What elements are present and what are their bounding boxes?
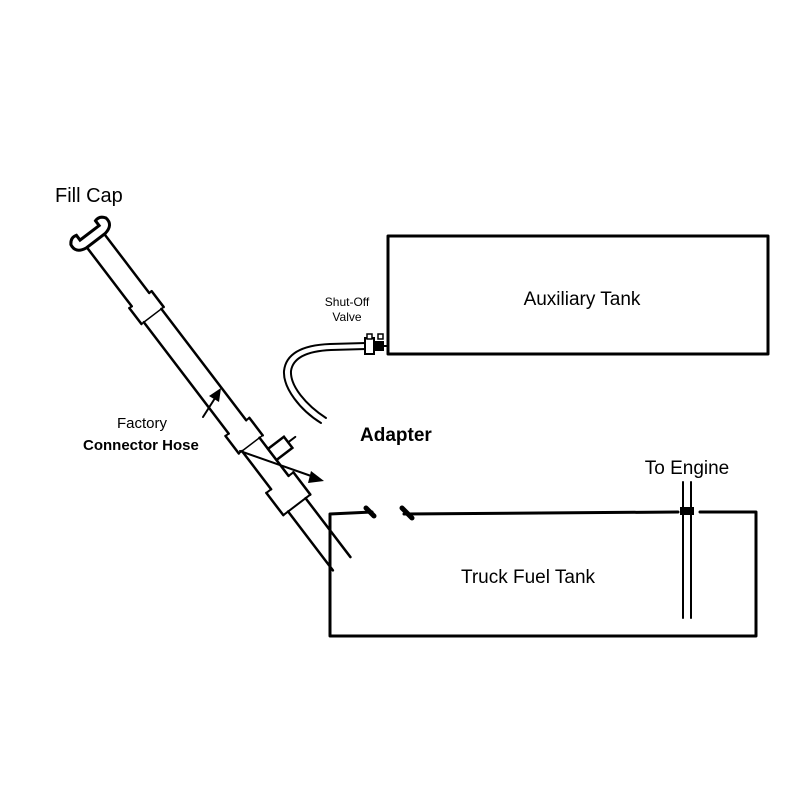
connector-hose-arrow-up — [202, 388, 221, 418]
connector-hose-arrow-right — [239, 450, 324, 483]
auxiliary-tank-label: Auxiliary Tank — [524, 289, 641, 310]
truck-fuel-tank-label: Truck Fuel Tank — [461, 567, 596, 588]
adapter-label: Adapter — [360, 425, 432, 446]
auxiliary-tank: Auxiliary Tank — [386, 234, 770, 356]
tank-neck-collar — [363, 505, 415, 521]
fill-cap — [69, 215, 112, 252]
filler-tube-upper — [85, 232, 153, 310]
adapter-fitting — [240, 435, 312, 517]
to-engine-label: To Engine — [645, 458, 730, 479]
factory-label: Factory — [117, 415, 168, 432]
shutoff-valve: Shut-Off Valve — [325, 295, 389, 355]
shutoff-valve-label-line2: Valve — [332, 310, 361, 324]
filler-neck-assembly — [69, 215, 352, 572]
transfer-line — [282, 342, 367, 424]
factory-connector-hose — [128, 289, 264, 455]
engine-line: To Engine — [645, 458, 730, 619]
truck-fuel-tank: Truck Fuel Tank — [328, 510, 758, 638]
connector-hose-label: Connector Hose — [83, 437, 199, 454]
shutoff-valve-label-line1: Shut-Off — [325, 295, 370, 309]
filler-neck-lower — [286, 496, 352, 572]
fill-cap-label: Fill Cap — [55, 185, 123, 207]
